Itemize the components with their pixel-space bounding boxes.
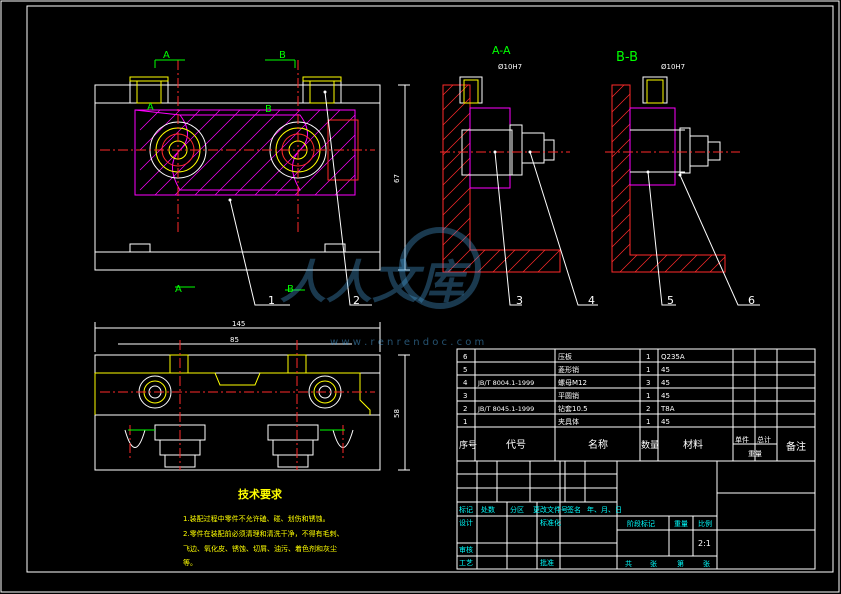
parts-table-rows: 6 压板 1 Q235A 5 菱形销 1 45 4 JB/T 8004.1-1999 螺母M12 3 4… [463,352,685,426]
section-label-b-bottom: B [287,284,294,295]
watermark-text: 人人文库 [280,255,472,309]
tb-standard: 标准化 [540,518,561,527]
parts-cell-no: 4 [463,379,468,387]
title-block-grid [456,460,816,570]
balloon-4: 4 [588,294,595,307]
balloon-1: 1 [268,294,275,307]
parts-cell-qty: 1 [646,366,650,374]
dim-width-inner: 85 [230,336,239,344]
header-code: 代号 [506,439,526,451]
header-remark: 备注 [786,440,806,453]
parts-cell-material: 45 [661,366,670,374]
section-aa-view [440,76,598,306]
tech-req-line-3: 飞边、氧化皮、锈蚀、切屑、油污、着色剂和灰尘 [183,544,337,553]
tech-req-line-4: 等。 [183,558,197,567]
tb-process: 工艺 [459,559,473,567]
front-view [94,60,410,306]
dim-height-bottom: 58 [393,409,401,418]
balloon-5: 5 [667,294,674,307]
tb-sheet-label: 张 [703,559,710,568]
header-weight: 重量 [748,450,762,458]
tb-sheet-no: 第 [677,559,684,568]
section-label-b1: B [265,104,272,115]
header-unit: 单件 [735,435,749,444]
parts-cell-material: T8A [660,405,675,413]
parts-cell-no: 1 [463,418,467,426]
section-label-a-top: A [163,50,170,61]
balloon-2: 2 [353,294,360,307]
dim-height-main: 67 [393,174,401,183]
section-marks [154,59,305,291]
parts-cell-qty: 1 [646,353,650,361]
parts-cell-material: 45 [661,392,670,400]
tb-weight: 重量 [674,520,688,528]
section-label-a-bottom: A [175,284,182,295]
tb-stage: 阶段标记 [627,519,655,528]
parts-cell-material: Q235A [661,353,685,361]
tech-req-title: 技术要求 [238,487,283,501]
tb-count: 处数 [481,505,495,514]
parts-cell-no: 5 [463,366,467,374]
parts-cell-material: 45 [661,379,670,387]
tb-scale: 比例 [698,519,712,528]
parts-cell-no: 3 [463,392,467,400]
parts-cell-code: JB/T 8045.1-1999 [477,405,534,413]
tech-req-line-2: 2.零件在装配前必须清理和清洗干净，不得有毛刺、 [183,529,344,538]
parts-cell-qty: 1 [646,392,650,400]
tb-mark: 标记 [459,505,473,514]
inner-border [26,5,834,573]
tb-approve: 批准 [540,558,554,567]
parts-cell-name: 菱形销 [558,365,579,374]
section-bb-view [605,76,760,306]
tech-req-line-1: 1.装配过程中零件不允许磕、碰、划伤和锈蚀。 [183,514,330,523]
tb-zone: 分区 [510,505,524,514]
section-title-aa: A-A [492,44,511,57]
tb-sheets-total: 共 [625,559,632,568]
section-title-bb: B-B [616,50,638,65]
tb-date: 年、月、日 [587,505,622,514]
bottom-view [94,322,410,471]
tb-review: 审核 [459,545,473,554]
parts-cell-qty: 2 [646,405,650,413]
parts-cell-name: 夹具体 [558,417,579,426]
header-no: 序号 [459,439,477,451]
tb-sign: 签名 [567,505,581,514]
parts-cell-qty: 1 [646,418,650,426]
watermark-logo [399,227,481,309]
parts-cell-no: 6 [463,353,468,361]
section-label-b-top: B [279,50,286,61]
dim-diameter-aa: Ø10H7 [498,63,522,71]
tb-scale-value: 2:1 [698,539,711,548]
parts-cell-material: 45 [661,418,670,426]
parts-cell-no: 2 [463,405,467,413]
dim-width-total: 145 [232,320,245,328]
header-name: 名称 [588,438,608,451]
section-label-a1: A [147,102,154,113]
parts-cell-name: 钻套10.5 [558,404,588,413]
header-qty: 数量 [641,439,659,451]
tb-design: 设计 [459,518,473,527]
tb-sheets-label: 张 [650,559,657,568]
balloon-3: 3 [516,294,523,307]
balloon-6: 6 [748,294,755,307]
parts-cell-name: 平圆销 [558,391,579,400]
parts-cell-code: JB/T 8004.1-1999 [477,379,534,387]
header-total: 总计 [757,435,771,444]
header-material: 材料 [683,438,703,451]
parts-cell-name: 压板 [558,352,572,361]
tb-doc: 更改文件号 [533,505,568,514]
dim-diameter-bb: Ø10H7 [661,63,685,71]
parts-cell-name: 螺母M12 [558,378,587,387]
parts-cell-qty: 3 [646,379,650,387]
watermark-url: w w w . r e n r e n d o c . c o m [330,337,484,348]
